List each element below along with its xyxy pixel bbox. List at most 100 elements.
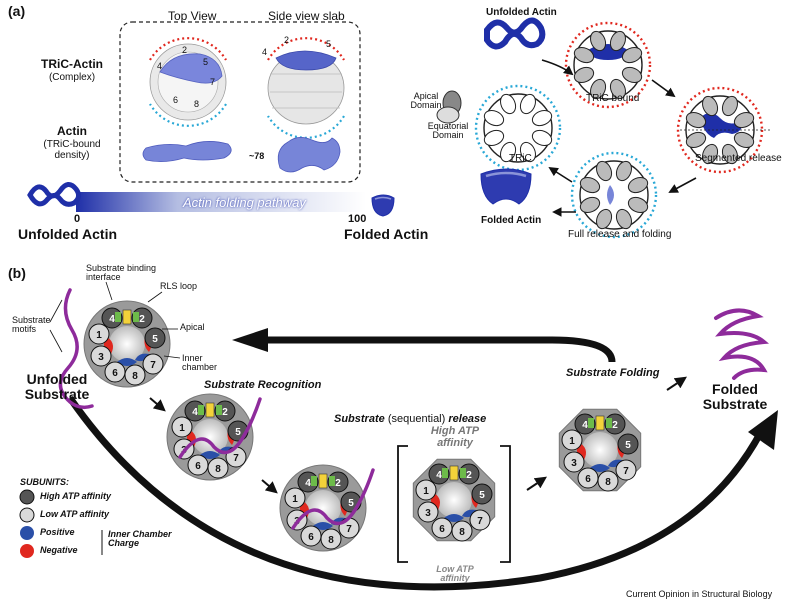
cct-subunit-number: 8 <box>459 527 465 538</box>
cycle-full-release: Full release and folding <box>568 229 672 240</box>
cct-subunit <box>415 479 437 501</box>
cct-subunit <box>431 517 453 539</box>
ring-subunit <box>573 66 595 83</box>
cct-subunit-number: 1 <box>179 423 185 434</box>
unfolded-actin-cycle <box>484 17 546 50</box>
main-arrow <box>67 395 766 591</box>
cct-subunit-number: 7 <box>346 524 352 535</box>
cct-subunit-number: 6 <box>195 461 201 472</box>
cct-subunit-number: 7 <box>477 516 483 527</box>
unfolded-substrate <box>58 288 94 410</box>
ring-subunit <box>579 196 601 213</box>
ring-subunit <box>609 78 626 100</box>
side-num-5: 5 <box>326 39 332 49</box>
cct-subunit <box>142 353 164 375</box>
ring-segmented-release <box>676 86 770 174</box>
cycle-arrow-1 <box>541 59 574 76</box>
legend-negative: Negative <box>40 545 78 555</box>
cct-subunit-number: 6 <box>439 524 445 535</box>
cycle-tric-bound: TRiC bound <box>586 93 640 104</box>
top-num-4: 4 <box>157 61 163 71</box>
cct-subunit-number: 8 <box>605 477 611 488</box>
cct-subunit-number: 8 <box>132 371 138 382</box>
cycle-arrow-4 <box>548 166 573 183</box>
cycle-unfolded-actin: Unfolded Actin <box>486 7 557 18</box>
ring-subunit <box>702 143 719 165</box>
cct-subunit <box>171 416 193 438</box>
legend-title: SUBUNITS: <box>20 477 69 487</box>
cct-subunit-number: 2 <box>335 478 341 489</box>
equatorial-domain-label: Equatorial Domain <box>427 121 469 141</box>
ring-subunit <box>627 196 649 213</box>
arrow-release <box>261 479 278 494</box>
cycle-arrow-3 <box>668 177 697 193</box>
legend-low-marker <box>19 507 35 523</box>
cct-subunit-number: 7 <box>233 453 239 464</box>
cct-subunit-number: 2 <box>139 314 145 325</box>
cct-subunit-number: 5 <box>479 490 485 501</box>
cct-subunit <box>577 467 599 489</box>
cct-subunit-number: 4 <box>305 478 311 489</box>
cct-subunit-number: 2 <box>466 470 472 481</box>
top-view-label: Top View <box>168 9 217 23</box>
cct-subunit-number: 2 <box>222 407 228 418</box>
substrate-binding-interface-label: Substrate binding interface <box>86 263 157 283</box>
actin-density-side <box>277 137 341 173</box>
cct-subunit <box>471 483 493 505</box>
cct-subunit <box>615 459 637 481</box>
release-word-1: Substrate <box>334 413 385 425</box>
cct-subunit-number: 6 <box>112 368 118 379</box>
scale-start: 0 <box>74 213 81 225</box>
actin-density-top <box>142 141 232 162</box>
ring-subunit <box>621 47 643 64</box>
ring-subunit <box>500 141 517 163</box>
pathway-bar <box>76 192 366 212</box>
ring-subunit <box>615 208 632 230</box>
substrate-folding-label: Substrate Folding <box>566 367 660 379</box>
complex-label: (Complex) <box>48 72 96 83</box>
density-box <box>119 21 361 183</box>
cct-subunit-number: 4 <box>436 470 442 481</box>
inner-chamber-label: Inner chamber <box>182 353 218 373</box>
ring-subunit <box>590 78 607 100</box>
ring-subunit <box>733 112 755 129</box>
ring-subunit <box>621 66 643 83</box>
unfolded-actin-label: Unfolded Actin <box>18 226 118 242</box>
ring-subunit <box>483 129 505 146</box>
cycle-folded-actin: Folded Actin <box>481 215 542 226</box>
tric-actin-top-view <box>149 37 227 127</box>
cct-subunit <box>144 327 166 349</box>
cct-subunit-number: 5 <box>152 334 158 345</box>
legend-positive: Positive <box>40 527 75 537</box>
ring-subunit <box>531 110 553 127</box>
apical-label: Apical <box>180 322 205 332</box>
bracket-left <box>397 445 408 563</box>
cct-subunit-number: 8 <box>215 464 221 475</box>
arrow-recognition <box>149 397 166 412</box>
ring-subunits <box>483 30 755 230</box>
rls-loop-label: RLS loop <box>160 281 198 291</box>
cct-subunit-number: 2 <box>612 420 618 431</box>
top-num-2: 2 <box>182 45 188 55</box>
ring-subunit <box>721 95 738 117</box>
folded-actin-label: Folded Actin <box>344 226 429 242</box>
cct-subunit <box>617 433 639 455</box>
scale-end: 100 <box>348 213 367 225</box>
cct-subunit <box>284 487 306 509</box>
ring-subunit <box>573 47 595 64</box>
legend-inner-chamber-charge: Inner Chamber Charge <box>108 529 172 549</box>
legend-positive-marker <box>20 526 34 540</box>
cct-subunit-number: 5 <box>348 498 354 509</box>
panel-a-label: (a) <box>8 3 26 19</box>
ring-subunit <box>483 110 505 127</box>
ring-subunit <box>685 112 707 129</box>
low-atp-note: Low ATP affinity <box>436 564 474 584</box>
cct-subunit <box>300 525 322 547</box>
arrow-folding <box>526 476 547 491</box>
